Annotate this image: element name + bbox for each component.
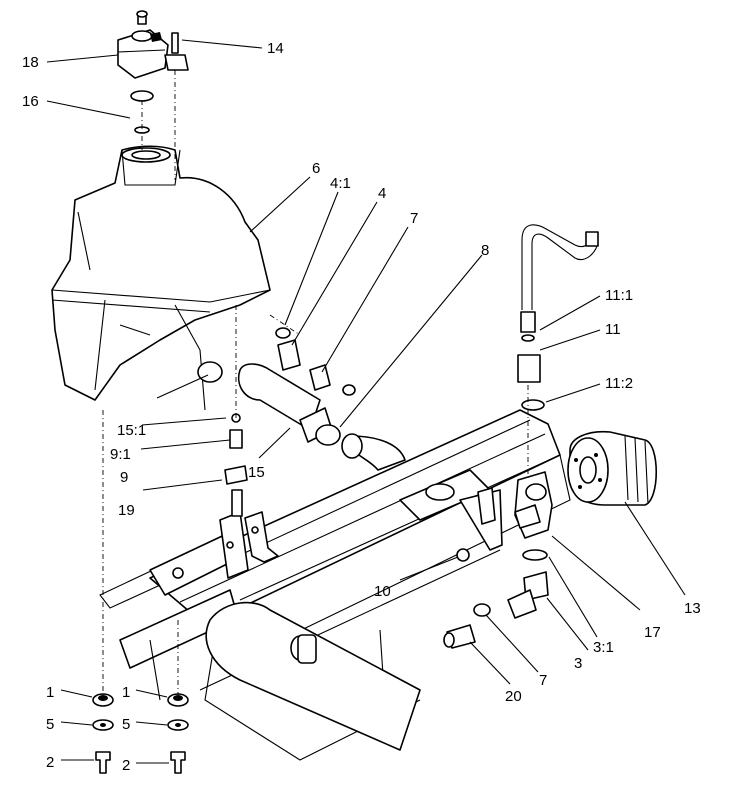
callout-9-1: 9:1: [110, 446, 131, 463]
ground-screw: [456, 548, 470, 562]
fuel-filter: [567, 430, 658, 506]
callout-1-left: 1: [46, 684, 54, 701]
callout-3: 3: [574, 655, 582, 672]
callout-labels: 18 14 16 6 4:1 4 7 8 11:1 11 11:2 15:1 9…: [22, 40, 701, 774]
callout-4: 4: [378, 185, 386, 202]
callout-11: 11: [605, 321, 621, 338]
pump-mount-bracket: [399, 469, 503, 551]
callout-5-right: 5: [122, 716, 130, 733]
callout-5-left: 5: [46, 716, 54, 733]
callout-9: 9: [120, 469, 128, 486]
callout-13: 13: [684, 600, 701, 617]
mount-hardware-right: [167, 693, 189, 774]
outlet-hose: [197, 361, 406, 471]
hose-clamp: [443, 603, 491, 649]
callout-17: 17: [644, 624, 661, 641]
drain-fitting: [224, 413, 248, 517]
callout-11-1: 11:1: [605, 287, 633, 304]
callout-4-1: 4:1: [330, 175, 351, 192]
callout-10: 10: [374, 583, 391, 600]
callout-1-right: 1: [122, 684, 130, 701]
callout-2-left: 2: [46, 754, 54, 771]
callout-16: 16: [22, 93, 39, 110]
callout-11-2: 11:2: [605, 375, 633, 392]
fuel-line: [517, 224, 599, 411]
callout-8: 8: [481, 242, 489, 259]
callout-2-right: 2: [122, 757, 130, 774]
callout-19: 19: [118, 502, 135, 519]
callout-3-1: 3:1: [593, 639, 614, 656]
fuel-tank: [51, 145, 271, 411]
mounting-bracket: [149, 511, 279, 596]
frame-rail: [99, 409, 571, 761]
cap-screw: [164, 32, 189, 71]
cross-tube: [205, 601, 421, 751]
callout-7-bottom: 7: [539, 672, 547, 689]
fuel-cap: [117, 10, 169, 79]
callout-15-1: 15:1: [117, 422, 146, 439]
callout-15: 15: [248, 464, 265, 481]
elbow-fitting: [275, 327, 356, 396]
callout-6: 6: [312, 160, 320, 177]
callout-7-top: 7: [410, 210, 418, 227]
mount-hardware-left: [92, 693, 114, 774]
filter-head: [507, 471, 553, 619]
callout-20: 20: [505, 688, 522, 705]
callout-14: 14: [267, 40, 284, 57]
callout-18: 18: [22, 54, 39, 71]
center-lines: [102, 70, 529, 695]
leader-lines: [46, 39, 686, 764]
